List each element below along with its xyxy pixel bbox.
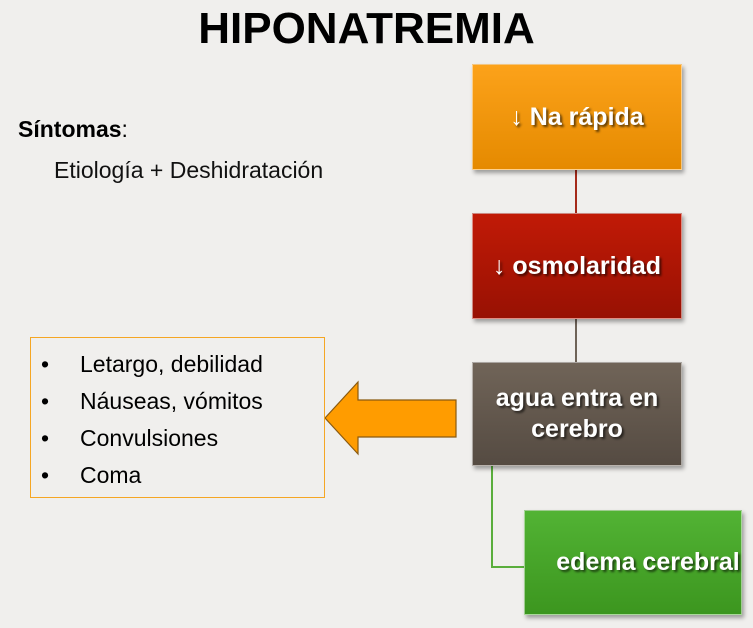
flow-box-osmolaridad: ↓ osmolaridad (472, 213, 682, 319)
etiology-text: Etiología + Deshidratación (54, 157, 324, 183)
list-item: Convulsiones (31, 420, 324, 457)
connector-3 (491, 466, 524, 568)
symptoms-heading: Síntomas: (18, 116, 128, 142)
list-item: Coma (31, 457, 324, 494)
left-arrow-icon (324, 380, 457, 456)
flow-box-edema: edema cerebral (524, 510, 742, 615)
flow-box-na-rapida: ↓ Na rápida (472, 64, 682, 170)
flow-box-agua-cerebro: agua entra en cerebro (472, 362, 682, 466)
list-item: Náuseas, vómitos (31, 383, 324, 420)
symptom-list: Letargo, debilidad Náuseas, vómitos Conv… (30, 337, 325, 498)
list-item: Letargo, debilidad (31, 346, 324, 383)
slide-title: HIPONATREMIA (198, 4, 535, 53)
